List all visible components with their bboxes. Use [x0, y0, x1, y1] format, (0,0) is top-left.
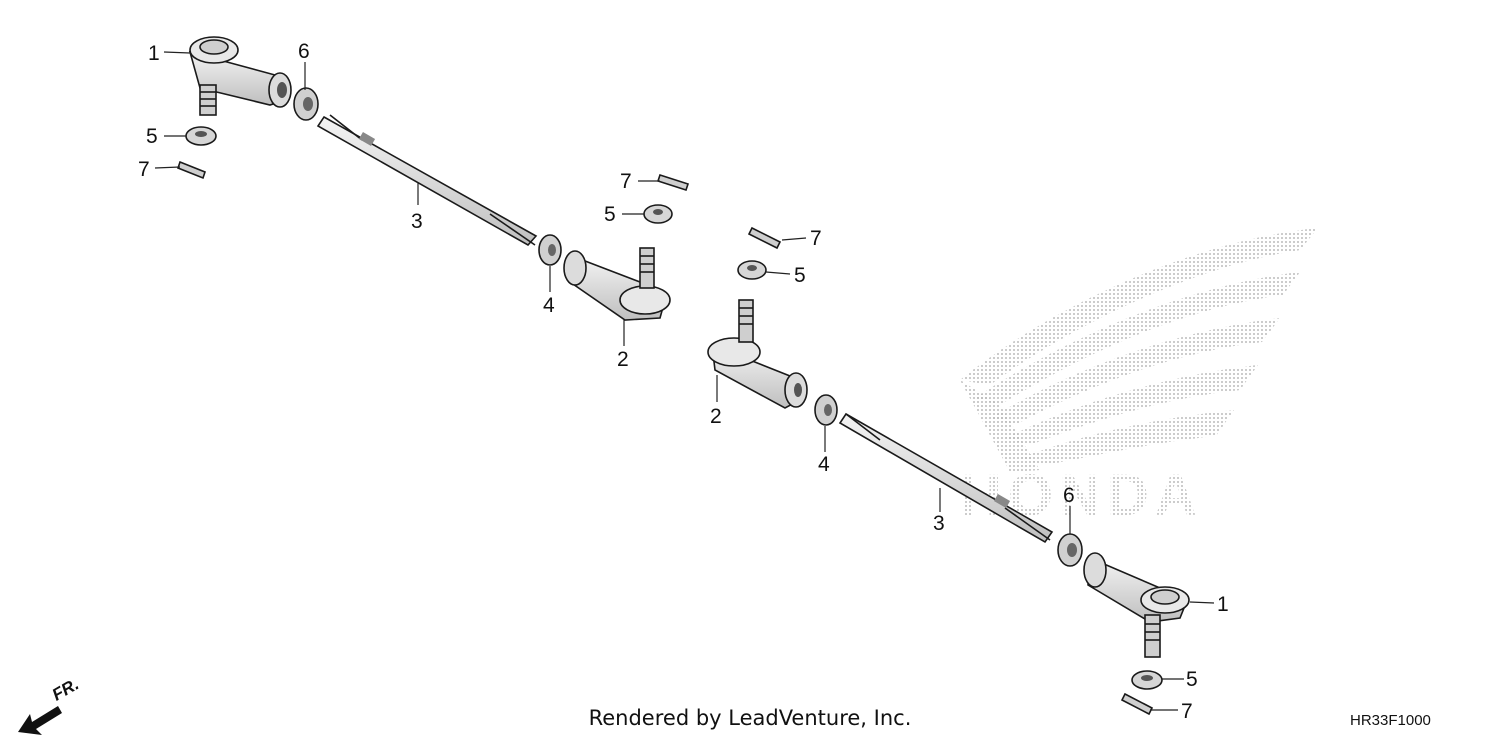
tie-rod-end-right [1083, 552, 1190, 658]
castle-nut-right-middle [737, 260, 767, 280]
callout-7-middle-right: 7 [810, 227, 822, 250]
castle-nut-left-middle [643, 204, 673, 224]
lock-nut-right [1057, 533, 1083, 567]
callout-7-upper-left: 7 [138, 158, 150, 181]
honda-watermark-text: HONDA [960, 463, 1203, 528]
lock-nut-middle-right [814, 394, 838, 426]
honda-wing-logo [960, 228, 1318, 472]
callout-4-left: 4 [543, 294, 555, 317]
tie-rod-shaft-right [838, 412, 1054, 544]
tie-rod-shaft-left [316, 114, 538, 247]
callout-5-middle-left: 5 [604, 203, 616, 226]
castle-nut-right-lower [1131, 670, 1163, 690]
diagram-code: HR33F1000 [1350, 712, 1431, 729]
lock-nut-middle-left [538, 234, 562, 266]
leader-lines [154, 51, 1215, 711]
castle-nut-left-upper [185, 126, 217, 146]
callout-5-lower-right: 5 [1186, 668, 1198, 691]
callout-6-right: 6 [1063, 484, 1075, 507]
callout-6-upper-left: 6 [298, 40, 310, 63]
callout-3-left: 3 [411, 210, 423, 233]
tie-rod-end-inner-left [563, 247, 671, 321]
front-direction-arrow-icon [18, 706, 62, 735]
callout-2-right: 2 [710, 405, 722, 428]
callout-4-right: 4 [818, 453, 830, 476]
callout-2-left: 2 [617, 348, 629, 371]
lock-nut-left [293, 87, 319, 121]
tie-rod-end-inner-right [707, 299, 808, 409]
render-credit: Rendered by LeadVenture, Inc. [588, 706, 912, 730]
callout-7-lower-right: 7 [1181, 700, 1193, 723]
cotter-pin-right-middle [747, 226, 782, 250]
tie-rod-end-left [188, 36, 292, 116]
callout-1-lower-right: 1 [1217, 593, 1229, 616]
callout-5-middle-right: 5 [794, 264, 806, 287]
callout-3-right: 3 [933, 512, 945, 535]
callout-5-upper-left: 5 [146, 125, 158, 148]
cotter-pin-left-upper [177, 160, 206, 180]
callout-1-upper-left: 1 [148, 42, 160, 65]
cotter-pin-right-lower [1120, 692, 1154, 716]
cotter-pin-left-middle [656, 173, 690, 192]
callout-7-middle-left: 7 [620, 170, 632, 193]
